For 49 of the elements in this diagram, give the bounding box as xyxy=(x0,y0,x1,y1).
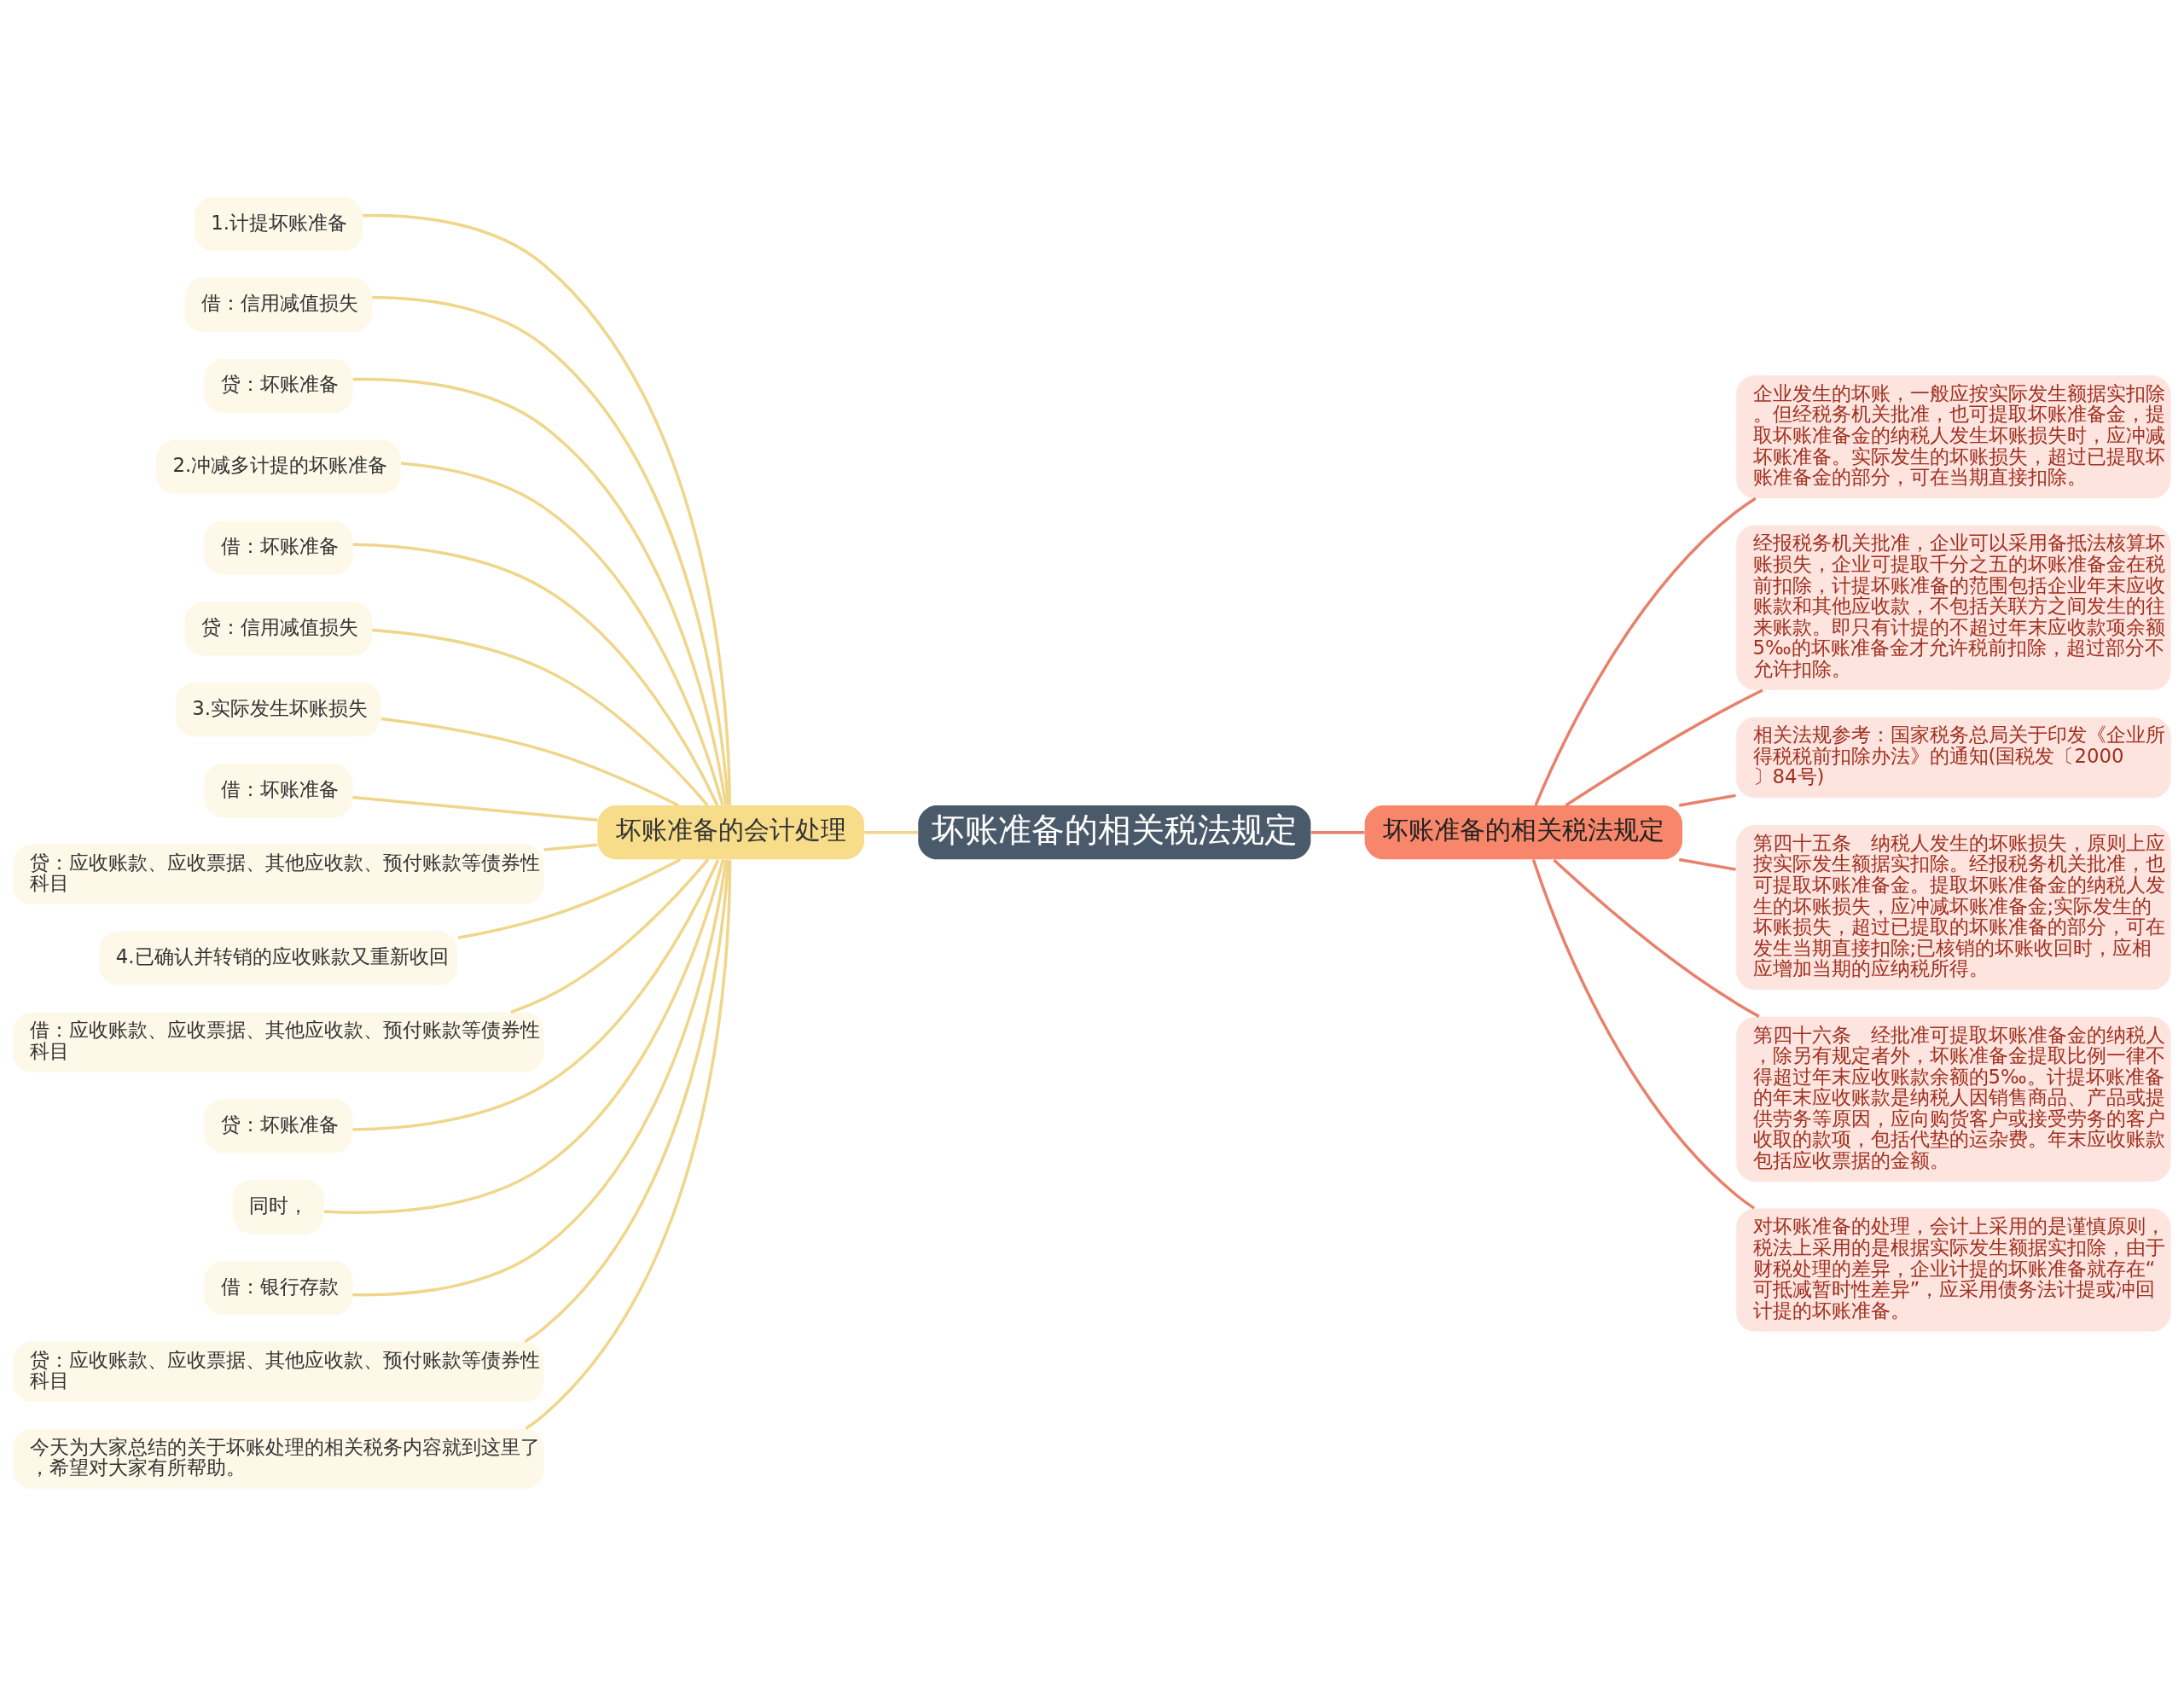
node-box: 坏账准备的相关税法规定 xyxy=(1364,805,1682,859)
node-box: 2.冲减多计提的坏账准备 xyxy=(156,439,401,494)
connector xyxy=(1565,688,1763,806)
node-box: 3.实际发生坏账损失 xyxy=(176,682,381,736)
node-box: 第四十五条 纳税人发生的坏账损失，原则上应按实际发生额据实扣除。经报税务机关批准，也可提取坏账准备金。提取坏账准备金的纳税人发生的坏账损失，应冲减坏账准备金;实际发生的坏账损失，超过已提取的坏账准备的部分，可在发生当期直接扣除;已核销的坏账收回时，应相应增加当期的应纳税所得。 xyxy=(1736,824,2171,990)
connector xyxy=(510,857,710,1014)
connector xyxy=(352,795,598,822)
node-box: 今天为大家总结的关于坏账处理的相关税务内容就到这里了，希望对大家有所帮助。 xyxy=(13,1428,544,1489)
connector xyxy=(324,858,725,1214)
node-box: 借：坏账准备 xyxy=(204,763,353,817)
node-box: 坏账准备的相关税法规定 xyxy=(918,805,1311,859)
connector xyxy=(1553,858,1760,1018)
node-box: 贷：坏账准备 xyxy=(204,358,353,413)
connector xyxy=(524,859,730,1343)
connector xyxy=(372,295,730,805)
node-box: 贷：坏账准备 xyxy=(204,1098,353,1153)
connector xyxy=(371,628,709,806)
connector xyxy=(1678,857,1736,871)
node-box: 借：信用减值损失 xyxy=(184,277,373,332)
node-box: 对坏账准备的处理，会计上采用的是谨慎原则，税法上采用的是根据实际发生额据实扣除，由于财税处理的差异，企业计提的坏账准备就存在“可抵减暂时性差异”，应采用债务法计提或冲回计提的坏账准备。 xyxy=(1736,1208,2171,1332)
node-box: 4.已确认并转销的应收账款又重新收回 xyxy=(99,931,458,985)
node-box: 贷：应收账款、应收票据、其他应收款、预付账款等债券性科目 xyxy=(13,844,544,904)
connector xyxy=(543,842,598,851)
connector xyxy=(1311,830,1365,834)
connector xyxy=(352,858,720,1131)
connector xyxy=(1534,497,1757,806)
connector xyxy=(380,717,679,807)
node-box: 借：坏账准备 xyxy=(204,520,353,575)
node-box: 同时， xyxy=(232,1179,324,1234)
connector xyxy=(1678,793,1736,807)
node-box: 借：银行存款 xyxy=(204,1260,353,1315)
node-box: 相关法规参考：国家税务总局关于印发《企业所得税税前扣除办法》的通知(国税发〔2000〕84号) xyxy=(1736,716,2171,798)
node-box: 企业发生的坏账，一般应按实际发生额据实扣除。但经税务机关批准，也可提取坏账准备金，提取坏账准备金的纳税人发生坏账损失时，应冲减坏账准备。实际发生的坏账损失，超过已提取坏账准备金的部分，可在当期直接扣除。 xyxy=(1736,375,2171,498)
connector xyxy=(864,830,919,834)
node-box: 借：应收账款、应收票据、其他应收款、预付账款等债券性科目 xyxy=(13,1011,544,1072)
node-box: 坏账准备的会计处理 xyxy=(597,805,865,859)
connector xyxy=(400,461,724,805)
connector xyxy=(525,859,732,1430)
node-box: 贷：应收账款、应收票据、其他应收款、预付账款等债券性科目 xyxy=(13,1341,544,1402)
connector xyxy=(352,377,728,805)
node-box: 贷：信用减值损失 xyxy=(184,601,373,655)
connector xyxy=(352,858,728,1296)
connector xyxy=(1531,858,1756,1210)
node-box: 1.计提坏账准备 xyxy=(194,196,363,251)
node-box: 经报税务机关批准，企业可以采用备抵法核算坏账损失，企业可提取千分之五的坏账准备金在税前扣除，计提坏账准备的范围包括企业年末应收账款和其他应收款，不包括关联方之间发生的往来账款。即只有计提的不超过年末应收款项余额5‰的坏账准备金才允许税前扣除，超过部分不允许扣除。 xyxy=(1736,525,2171,690)
connector xyxy=(352,543,719,806)
connector xyxy=(363,213,732,805)
connector xyxy=(457,857,682,939)
node-box: 第四十六条 经批准可提取坏账准备金的纳税人，除另有规定者外，坏账准备金提取比例一律不得超过年末应收账款余额的5‰。计提坏账准备的年末应收账款是纳税人因销售商品、产品或提供劳务等原因，应向购货客户或接受劳务的客户收取的款项，包括代垫的运杂费。年末应收账款包括应收票据的金额。 xyxy=(1736,1016,2171,1182)
